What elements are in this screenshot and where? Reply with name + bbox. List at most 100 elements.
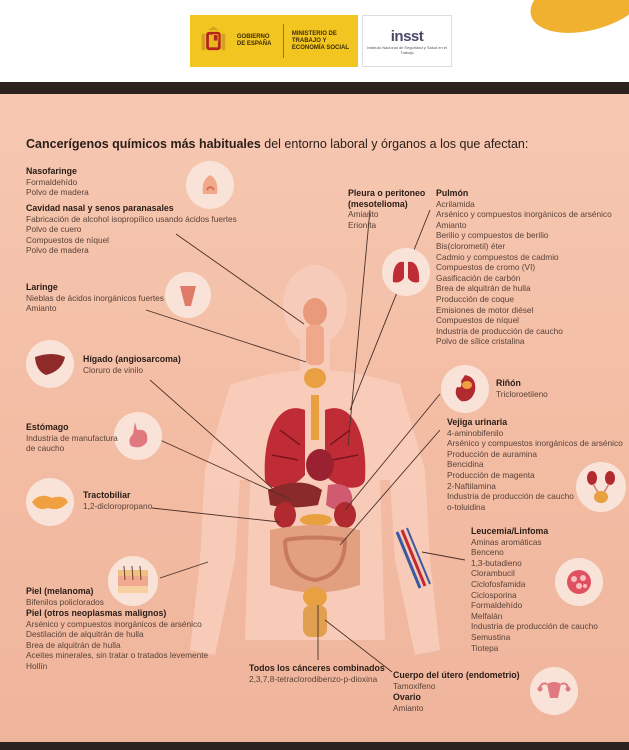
ministry-label: MINISTERIO DE TRABAJO Y ECONOMÍA SOCIAL — [291, 30, 350, 51]
group-pleura: Pleura o peritoneo (mesotelioma) Amianto… — [348, 188, 425, 230]
todos-title: Todos los cánceres combinados — [249, 663, 385, 673]
vejiga-item: Bencidina — [447, 459, 484, 470]
tractobiliar-title: Tractobiliar — [83, 490, 131, 500]
pulmon-item: Emisiones de motor diésel — [436, 304, 534, 315]
rinon-title: Riñón — [496, 378, 521, 388]
pulmon-title: Pulmón — [436, 188, 469, 198]
biliary-icon-circle — [26, 478, 74, 526]
blood-icon-circle — [555, 558, 603, 606]
utero-item: Tamoxifeno — [393, 680, 436, 691]
abdomen-organs — [268, 449, 360, 637]
leucemia-item: Clorambucil — [471, 568, 515, 579]
blood-cell-icon — [567, 570, 591, 594]
stomach-icon-circle — [114, 412, 162, 460]
insst-logo: insst Instituto Nacional de Seguridad y … — [362, 15, 452, 67]
vejiga-title: Vejiga urinaria — [447, 417, 508, 427]
utero-title: Cuerpo del útero (endometrio) — [393, 670, 520, 680]
pulmon-item: Berilio y compuestos de berilio — [436, 230, 549, 241]
todos-item: 2,3,7,8-tetraclorodibenzo-p-dioxina — [249, 673, 378, 684]
lung-icon-circle — [382, 248, 430, 296]
pancreas-icon — [32, 495, 68, 510]
higado-title: Hígado (angiosarcoma) — [83, 354, 181, 364]
laringe-item: Nieblas de ácidos inorgánicos fuertes — [26, 292, 164, 303]
group-piel-melanoma: Piel (melanoma)Bifenilos policlorados — [26, 586, 104, 607]
pulmon-item: Polvo de sílice cristalina — [436, 336, 525, 347]
title-bold: Cancerígenos químicos más habituales — [26, 137, 261, 151]
pulmon-item: Compuestos de níquel — [436, 315, 520, 326]
piel-otros-item: Brea de alquitrán de hulla — [26, 639, 121, 650]
group-utero: Cuerpo del útero (endometrio)Tamoxifeno — [393, 670, 520, 691]
piel-otros-title: Piel (otros neoplasmas malignos) — [26, 608, 167, 618]
estomago-item: de caucho — [26, 443, 65, 454]
uterus-icon-circle — [530, 667, 578, 715]
ovario-item: Amianto — [393, 702, 424, 713]
logo-separator — [282, 24, 284, 58]
pulmon-item: Amianto — [436, 219, 467, 230]
government-logo: GOBIERNO DE ESPAÑA MINISTERIO DE TRABAJO… — [190, 15, 358, 67]
laringe-item: Amianto — [26, 303, 57, 314]
gov-label: GOBIERNO DE ESPAÑA — [236, 34, 272, 47]
laringe-title: Laringe — [26, 282, 58, 292]
piel-otros-item: Hollín — [26, 660, 48, 671]
footer-bar — [0, 742, 629, 750]
piel-melanoma-item: Bifenilos policlorados — [26, 596, 104, 607]
kidney-icon-circle — [441, 365, 489, 413]
pulmon-item: Gasificación de carbón — [436, 272, 521, 283]
leucemia-item: Industria de producción de caucho — [471, 621, 598, 632]
title-rest: del entorno laboral y órganos a los que … — [260, 137, 529, 151]
pulmon-item: Compuestos de cromo (VI) — [436, 262, 536, 273]
lungs-icon — [392, 261, 420, 283]
nasofaringe-item: Polvo de madera — [26, 187, 89, 198]
skin-icon-circle — [108, 556, 158, 606]
leucemia-item: Formaldehído — [471, 600, 523, 611]
infographic-title: Cancerígenos químicos más habituales del… — [26, 137, 528, 151]
uterus-icon — [537, 682, 571, 698]
pulmon-item: Cadmio y compuestos de cadmio — [436, 251, 559, 262]
vejiga-item: Arsénico y compuestos inorgánicos de ars… — [447, 438, 623, 449]
group-higado: Hígado (angiosarcoma)Cloruro de vinilo — [83, 354, 181, 375]
pleura-item: Erionita — [348, 219, 377, 230]
pulmon-item: Acrilamida — [436, 198, 475, 209]
skin-layers-icon — [118, 566, 148, 593]
leucemia-item: Ciclofosfamida — [471, 578, 526, 589]
leucemia-item: Melfalán — [471, 610, 503, 621]
tractobiliar-item: 1,2-dicloropropano — [83, 500, 153, 511]
spain-crest-icon — [201, 26, 226, 51]
cavidad-item: Fabricación de alcohol isopropílico usan… — [26, 213, 237, 224]
larynx-icon — [180, 286, 196, 306]
arm-vessels — [395, 527, 431, 589]
vejiga-item: Industria de producción de caucho — [447, 491, 574, 502]
vejiga-item: 2-Naftilamina — [447, 480, 496, 491]
header-divider — [0, 82, 629, 94]
lungs — [264, 395, 366, 488]
nose-icon — [202, 175, 218, 194]
leader-lines — [145, 209, 466, 673]
pulmon-item: Industria de producción de caucho — [436, 325, 563, 336]
larynx-icon-circle — [165, 272, 211, 318]
pulmon-item: Producción de coque — [436, 293, 514, 304]
leucemia-item: Ciclosporina — [471, 589, 517, 600]
stomach-icon — [129, 422, 148, 448]
estomago-item: Industria de manufactura — [26, 432, 118, 443]
piel-otros-item: Arsénico y compuestos inorgánicos de ars… — [26, 618, 202, 629]
kidney-icon — [455, 375, 476, 402]
nasofaringe-item: Formaldehído — [26, 176, 78, 187]
cavidad-item: Polvo de madera — [26, 245, 89, 256]
throat-organs — [303, 298, 327, 388]
nasal-icon-circle — [186, 161, 234, 209]
higado-item: Cloruro de vinilo — [83, 364, 143, 375]
vejiga-item: o-toluidina — [447, 501, 486, 512]
pleura-item: Amianto — [348, 209, 379, 220]
bladder-icon-circle — [576, 462, 626, 512]
ovario-title: Ovario — [393, 692, 421, 702]
pulmon-item: Arsénico y compuestos inorgánicos de ars… — [436, 209, 612, 220]
